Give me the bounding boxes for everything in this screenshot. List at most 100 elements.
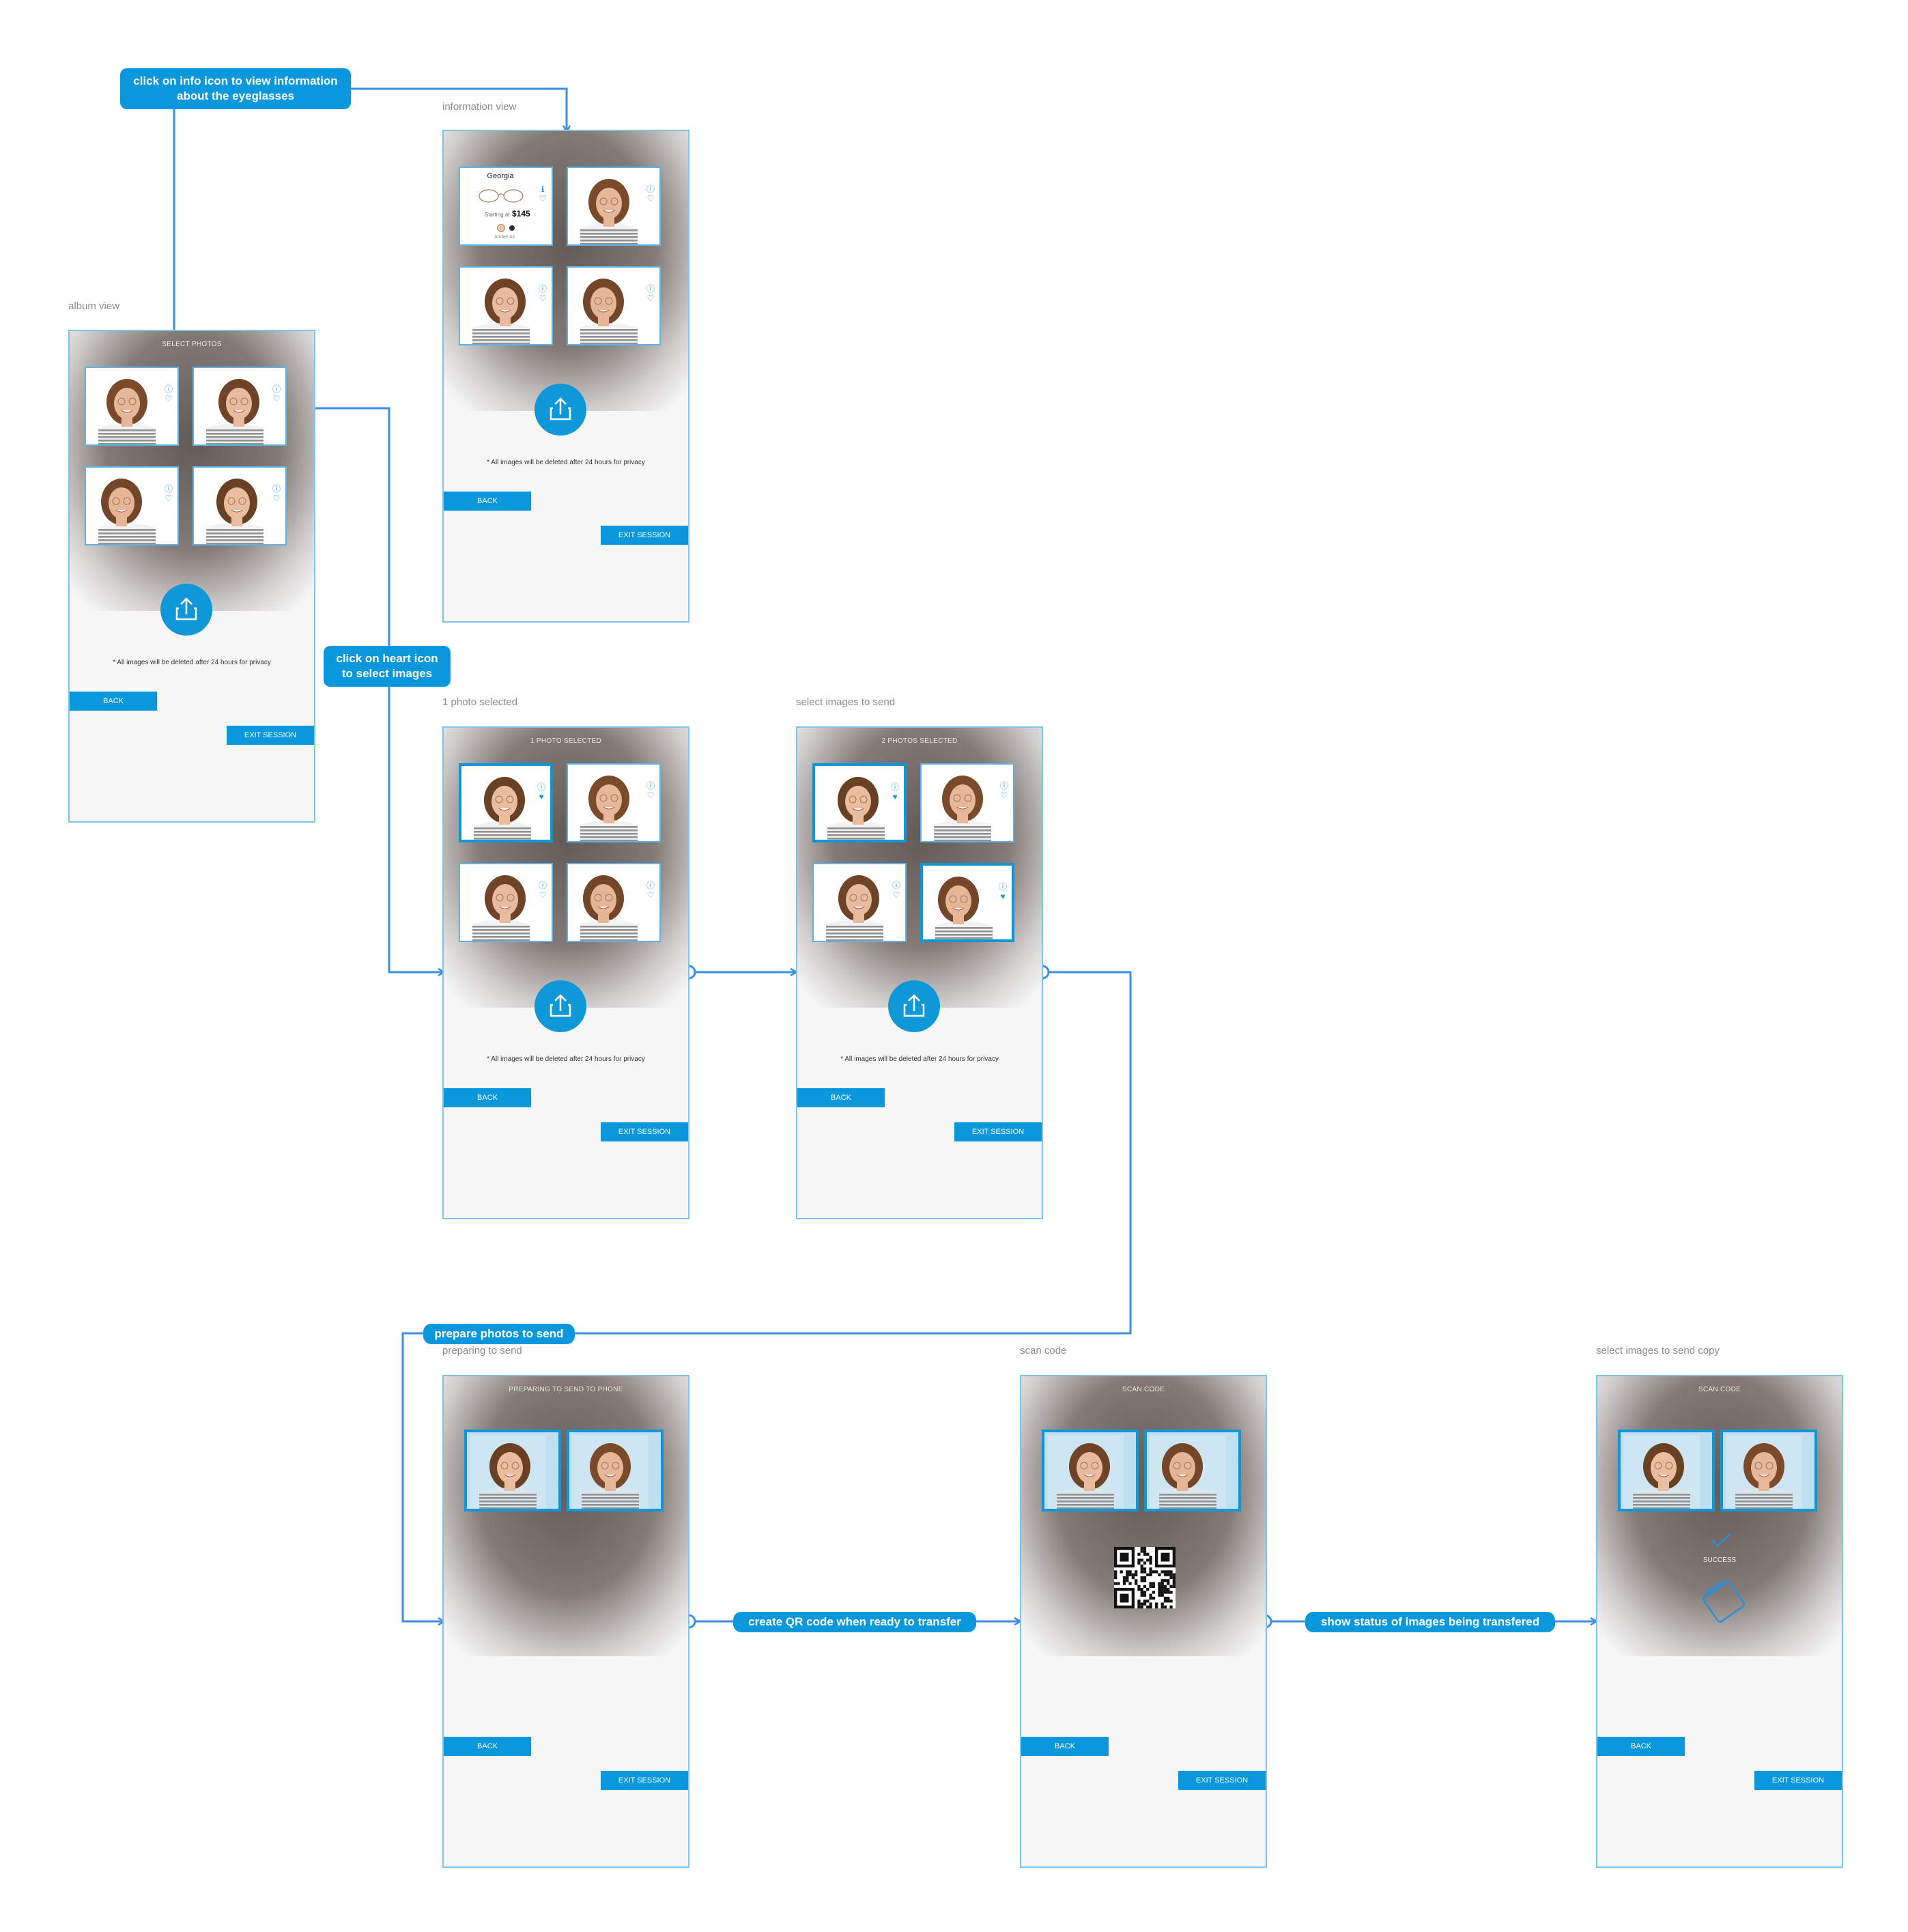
info-icon[interactable]: ⓘ — [646, 284, 655, 294]
info-icon[interactable]: ⓘ — [272, 484, 281, 494]
upload-button[interactable] — [535, 384, 586, 436]
photo-tile[interactable]: ⓘ♡ — [193, 367, 287, 446]
exit-session-button[interactable]: EXIT SESSION — [601, 1122, 688, 1141]
info-icon[interactable]: ⓘ — [646, 184, 655, 194]
photo-tile[interactable]: ⓘ♡ — [193, 466, 287, 545]
tile-icons: ⓘ♡ — [892, 881, 901, 900]
face-photo — [1623, 1435, 1700, 1509]
info-icon[interactable]: ⓘ — [537, 782, 545, 792]
tile-icons: ⓘ♥ — [890, 782, 900, 801]
photo-tile[interactable]: ⓘ♡ — [459, 266, 553, 345]
exit-session-button[interactable]: EXIT SESSION — [601, 526, 688, 545]
photo-tile[interactable]: ⓘ♡ — [812, 863, 907, 942]
info-icon[interactable]: ⓘ — [538, 284, 547, 294]
info-icon[interactable]: ⓘ — [892, 881, 900, 890]
info-icon[interactable]: ⓘ — [646, 781, 655, 791]
photo-tile-selected[interactable]: ⓘ♥ — [920, 863, 1014, 942]
photo-tile-selected[interactable]: ⓘ♥ — [812, 763, 907, 842]
face-photo — [470, 1435, 546, 1509]
info-icon[interactable]: ⓘ — [272, 384, 281, 394]
tile-icons: ⓘ♥ — [537, 782, 546, 801]
screen-label-done: select images to send copy — [1596, 1345, 1720, 1356]
heart-icon[interactable]: ♡ — [165, 394, 173, 403]
heart-icon[interactable]: ♡ — [539, 294, 547, 303]
send-photo-tile — [1720, 1430, 1817, 1511]
exit-session-button[interactable]: EXIT SESSION — [1754, 1771, 1842, 1790]
screen-label-album: album view — [68, 300, 120, 312]
heart-filled-icon[interactable]: ♥ — [892, 792, 898, 801]
screen-title: 1 PHOTO SELECTED — [530, 737, 602, 745]
photo-tile[interactable]: ⓘ♡ — [85, 466, 179, 545]
screen-title: SCAN CODE — [1698, 1386, 1741, 1393]
color-swatch-navy[interactable] — [509, 225, 515, 231]
heart-icon[interactable]: ♡ — [646, 791, 655, 800]
heart-icon[interactable]: ♡ — [646, 294, 655, 303]
face-illustration — [572, 1435, 649, 1509]
back-button[interactable]: BACK — [1597, 1737, 1685, 1756]
face-illustration — [926, 868, 1002, 939]
heart-filled-icon[interactable]: ♥ — [1000, 892, 1006, 901]
info-icon[interactable]: ⓘ — [164, 384, 173, 394]
exit-session-button[interactable]: EXIT SESSION — [601, 1771, 688, 1790]
heart-filled-icon[interactable]: ♥ — [539, 792, 544, 801]
back-button[interactable]: BACK — [797, 1088, 885, 1107]
face-photo — [571, 767, 647, 841]
heart-icon[interactable]: ♡ — [272, 494, 281, 503]
photo-tile[interactable]: ⓘ♡ — [85, 367, 179, 446]
heart-icon[interactable]: ♡ — [539, 890, 547, 900]
back-button[interactable]: BACK — [444, 492, 531, 511]
upload-button[interactable] — [888, 980, 940, 1032]
info-icon[interactable]: ⓘ — [164, 484, 173, 494]
face-illustration — [1623, 1435, 1700, 1509]
face-photo — [1726, 1435, 1802, 1509]
info-icon[interactable]: ⓘ — [999, 781, 1008, 791]
info-icon[interactable]: ℹ — [541, 184, 545, 194]
heart-icon[interactable]: ♡ — [892, 890, 900, 900]
photo-tile[interactable]: ⓘ♡ — [920, 763, 1014, 842]
screen-title: SELECT PHOTOS — [162, 341, 222, 348]
qr-code — [1114, 1547, 1176, 1608]
back-button[interactable]: BACK — [444, 1737, 531, 1756]
photo-tile[interactable]: ⓘ♡ — [459, 863, 553, 942]
exit-session-button[interactable]: EXIT SESSION — [227, 726, 314, 745]
photo-tile-selected[interactable]: ⓘ♥ — [459, 763, 553, 842]
back-button[interactable]: BACK — [444, 1088, 531, 1107]
info-icon[interactable]: ⓘ — [890, 782, 899, 792]
heart-icon[interactable]: ♡ — [646, 890, 655, 900]
photo-tile[interactable]: ⓘ♡ — [567, 763, 661, 842]
face-photo — [464, 769, 541, 840]
info-icon[interactable]: ⓘ — [646, 881, 655, 890]
photo-tile[interactable]: ⓘ♡ — [567, 167, 661, 246]
face-illustration — [463, 270, 539, 344]
starting-label: Starting at — [485, 212, 510, 218]
wire-two-to-prep — [401, 971, 1132, 1621]
color-swatch-amber[interactable] — [497, 224, 505, 232]
face-illustration — [464, 769, 541, 840]
callout-status: show status of images being transfered — [1305, 1612, 1555, 1632]
transfer-success-screen: SCAN CODE SUCCESS BACK EXIT SESSION — [1596, 1375, 1843, 1868]
heart-icon[interactable]: ♡ — [646, 194, 655, 203]
callout-line: click on info icon to view information — [133, 74, 338, 87]
screen-label-two: select images to send — [796, 696, 896, 708]
info-icon[interactable]: ⓘ — [998, 882, 1007, 892]
info-icon[interactable]: ⓘ — [538, 881, 547, 890]
heart-icon[interactable]: ♡ — [165, 494, 173, 503]
send-photo-tile — [1042, 1430, 1139, 1511]
heart-icon[interactable]: ♡ — [539, 194, 547, 203]
exit-session-button[interactable]: EXIT SESSION — [954, 1122, 1042, 1141]
tile-icons: ⓘ♡ — [272, 384, 281, 403]
tile-icons: ⓘ♡ — [999, 781, 1009, 800]
callout-info-icon: click on info icon to view information a… — [120, 68, 351, 109]
heart-icon[interactable]: ♡ — [1000, 791, 1008, 800]
upload-button[interactable] — [535, 980, 586, 1032]
back-button[interactable]: BACK — [70, 692, 157, 711]
upload-icon — [550, 994, 571, 1017]
tile-icons: ⓘ♥ — [998, 882, 1008, 901]
price: $145 — [512, 209, 530, 218]
photo-tile[interactable]: ⓘ♡ — [567, 266, 661, 345]
back-button[interactable]: BACK — [1021, 1737, 1109, 1756]
heart-icon[interactable]: ♡ — [272, 394, 281, 403]
upload-button[interactable] — [160, 584, 212, 636]
exit-session-button[interactable]: EXIT SESSION — [1178, 1771, 1266, 1790]
photo-tile[interactable]: ⓘ♡ — [567, 863, 661, 942]
